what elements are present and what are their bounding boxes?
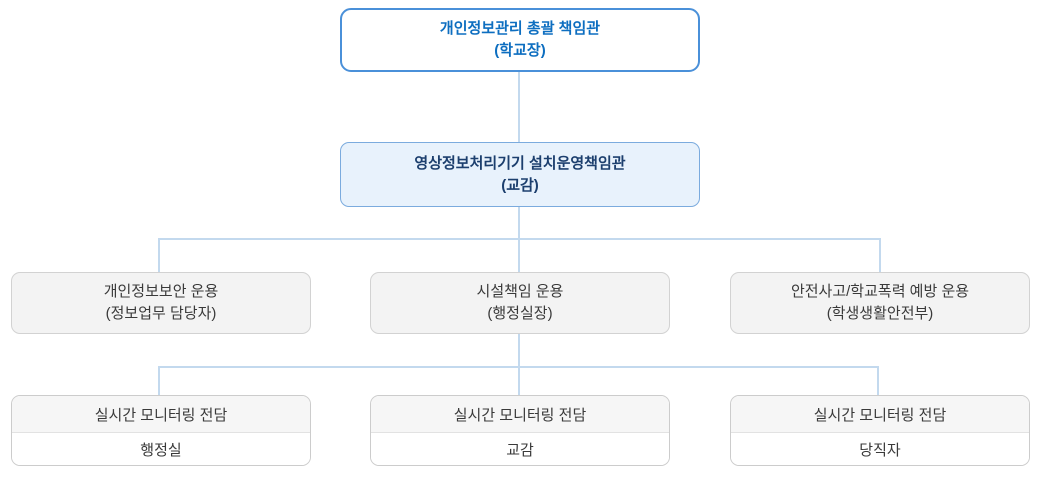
org-node-monitoring-1-header: 실시간 모니터링 전담 (12, 396, 310, 434)
org-node-facility-operation-title: 시설책임 운용 (476, 283, 564, 300)
org-node-security-operation-title: 개인정보보안 운용 (103, 283, 219, 300)
org-node-monitoring-1: 실시간 모니터링 전담 행정실 (11, 395, 311, 466)
connector-l4-drop-center (518, 366, 520, 395)
org-node-monitoring-3-title: 실시간 모니터링 전담 (813, 406, 947, 424)
org-node-root-subtitle: (학교장) (494, 42, 546, 59)
org-node-monitoring-3-header: 실시간 모니터링 전담 (731, 396, 1029, 434)
org-node-monitoring-3: 실시간 모니터링 전담 당직자 (730, 395, 1030, 466)
org-node-operation-manager: 영상정보처리기기 설치운영책임관 (교감) (340, 142, 700, 207)
org-node-monitoring-3-value: 당직자 (859, 441, 901, 459)
org-node-safety-operation-title: 안전사고/학교폭력 예방 운용 (790, 283, 970, 300)
org-node-monitoring-2: 실시간 모니터링 전담 교감 (370, 395, 670, 466)
org-node-monitoring-1-title: 실시간 모니터링 전담 (94, 406, 228, 424)
connector-l3-drop-right (879, 238, 881, 272)
org-node-security-operation: 개인정보보안 운용 (정보업무 담당자) (11, 272, 311, 334)
org-node-monitoring-2-value: 교감 (506, 441, 534, 459)
org-node-monitoring-1-body: 행정실 (12, 433, 310, 465)
org-node-security-operation-subtitle: (정보업무 담당자) (105, 305, 217, 322)
org-node-monitoring-3-body: 당직자 (731, 433, 1029, 465)
connector-l3-drop-left (158, 238, 160, 272)
org-node-facility-operation: 시설책임 운용 (행정실장) (370, 272, 670, 334)
connector-root-to-l2 (518, 72, 520, 142)
org-node-facility-operation-subtitle: (행정실장) (487, 305, 553, 322)
org-node-safety-operation-subtitle: (학생생활안전부) (826, 305, 934, 322)
org-node-monitoring-2-title: 실시간 모니터링 전담 (453, 406, 587, 424)
connector-l3-center-stem (518, 334, 520, 368)
org-node-root: 개인정보관리 총괄 책임관 (학교장) (340, 8, 700, 72)
org-node-operation-manager-subtitle: (교감) (501, 176, 539, 194)
connector-l2-stem (518, 207, 520, 240)
org-node-monitoring-2-header: 실시간 모니터링 전담 (371, 396, 669, 434)
connector-l3-drop-center (518, 238, 520, 272)
org-node-root-title: 개인정보관리 총괄 책임관 (439, 20, 601, 37)
org-node-monitoring-2-body: 교감 (371, 433, 669, 465)
org-node-monitoring-1-value: 행정실 (140, 441, 182, 459)
connector-l4-drop-left (158, 366, 160, 395)
connector-l4-drop-right (877, 366, 879, 395)
org-node-operation-manager-title: 영상정보처리기기 설치운영책임관 (414, 154, 626, 172)
org-node-safety-operation: 안전사고/학교폭력 예방 운용 (학생생활안전부) (730, 272, 1030, 334)
